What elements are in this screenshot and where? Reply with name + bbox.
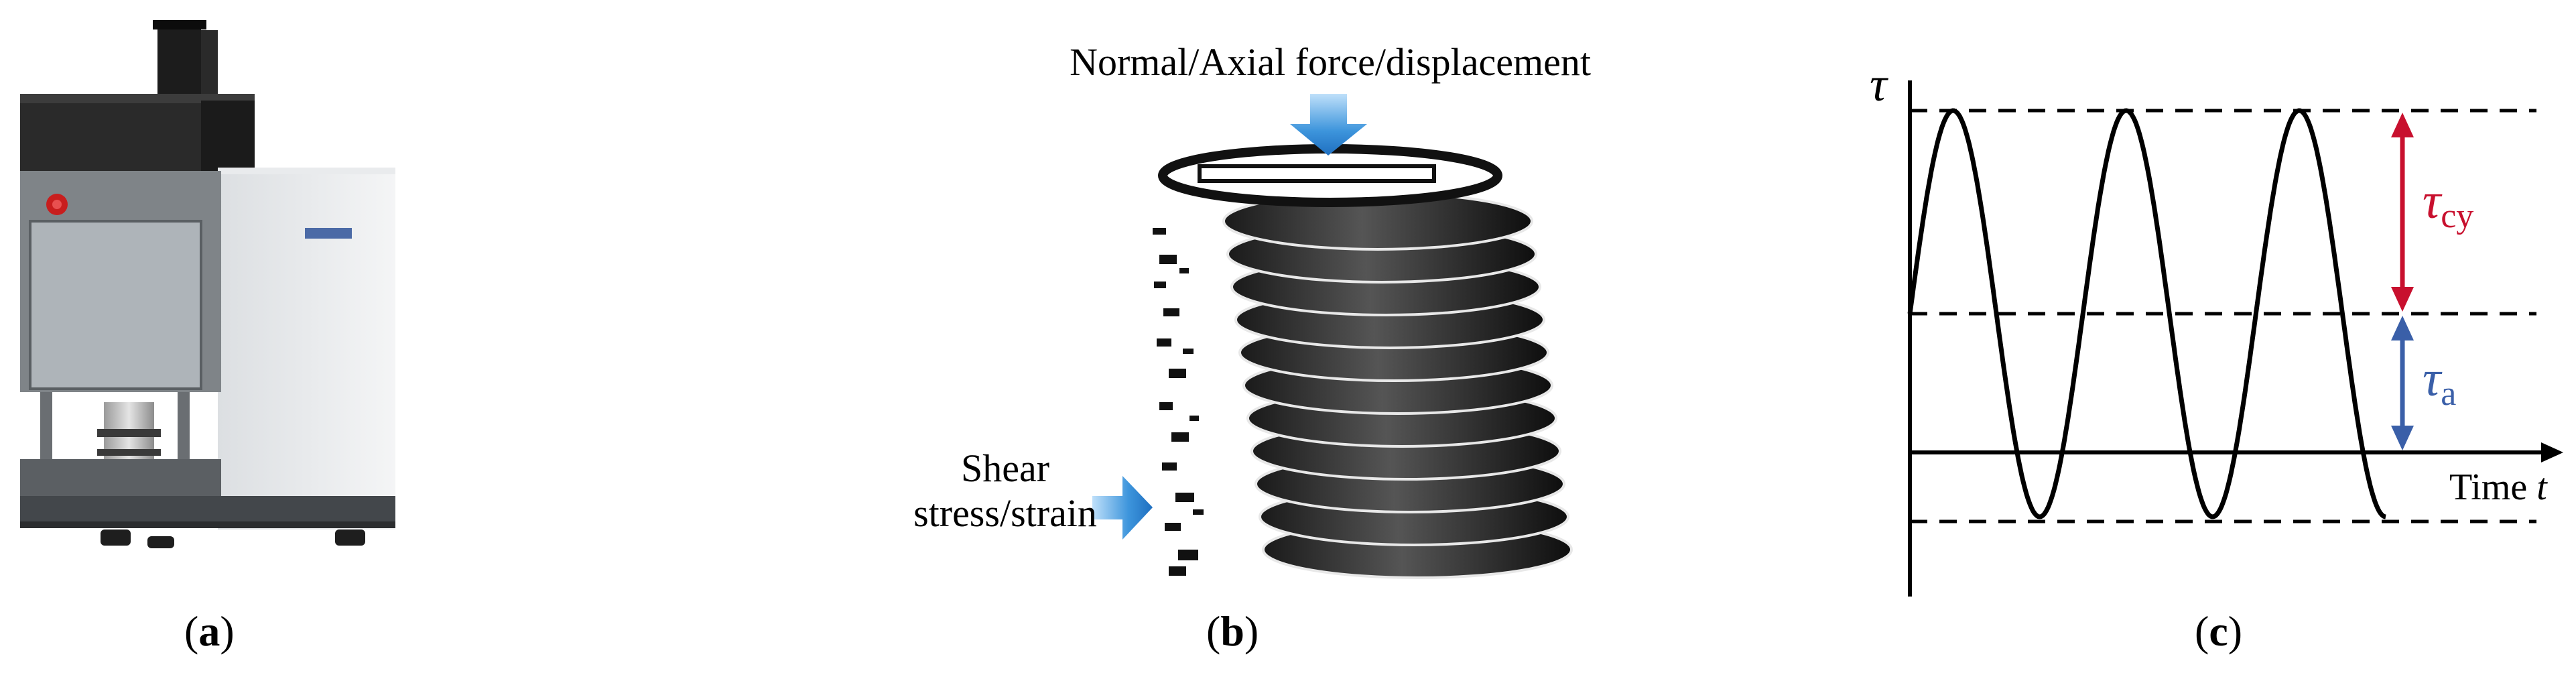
average-stress-arrow: [2391, 316, 2414, 450]
normal-force-arrow: [1290, 94, 1367, 156]
tau-a-label: τa: [2423, 351, 2456, 413]
tau-cy-base: τ: [2423, 173, 2443, 229]
ring-stack: [1158, 144, 1573, 579]
y-axis-label: τ: [1870, 58, 1888, 111]
stress-waveform: [1907, 108, 2386, 519]
tau-cy-label: τcy: [2423, 173, 2473, 235]
tau-a-sub: a: [2441, 375, 2456, 413]
caption-c: (c): [2195, 607, 2243, 655]
x-axis-arrowhead: [2541, 442, 2563, 462]
tau-cy-sub: cy: [2441, 197, 2473, 235]
normal-force-label: Normal/Axial force/displacement: [1070, 40, 1591, 84]
stacked-ring-sample: Normal/Axial force/displacement Shear st…: [913, 40, 1591, 579]
soil-speckle-pattern: [1153, 228, 1204, 576]
shear-label-line1: Shear: [961, 446, 1049, 490]
shear-label-line2: stress/strain: [913, 491, 1097, 535]
caption-a: (a): [184, 607, 235, 655]
tau-a-base: τ: [2423, 351, 2443, 407]
x-axis-label-text: Time: [2449, 467, 2527, 508]
shear-force-arrow: [1092, 476, 1153, 540]
testing-machine-illustration: [20, 20, 395, 548]
cyclic-amplitude-arrow: [2391, 113, 2414, 312]
x-axis-symbol: t: [2536, 467, 2548, 508]
caption-b: (b): [1206, 607, 1259, 655]
